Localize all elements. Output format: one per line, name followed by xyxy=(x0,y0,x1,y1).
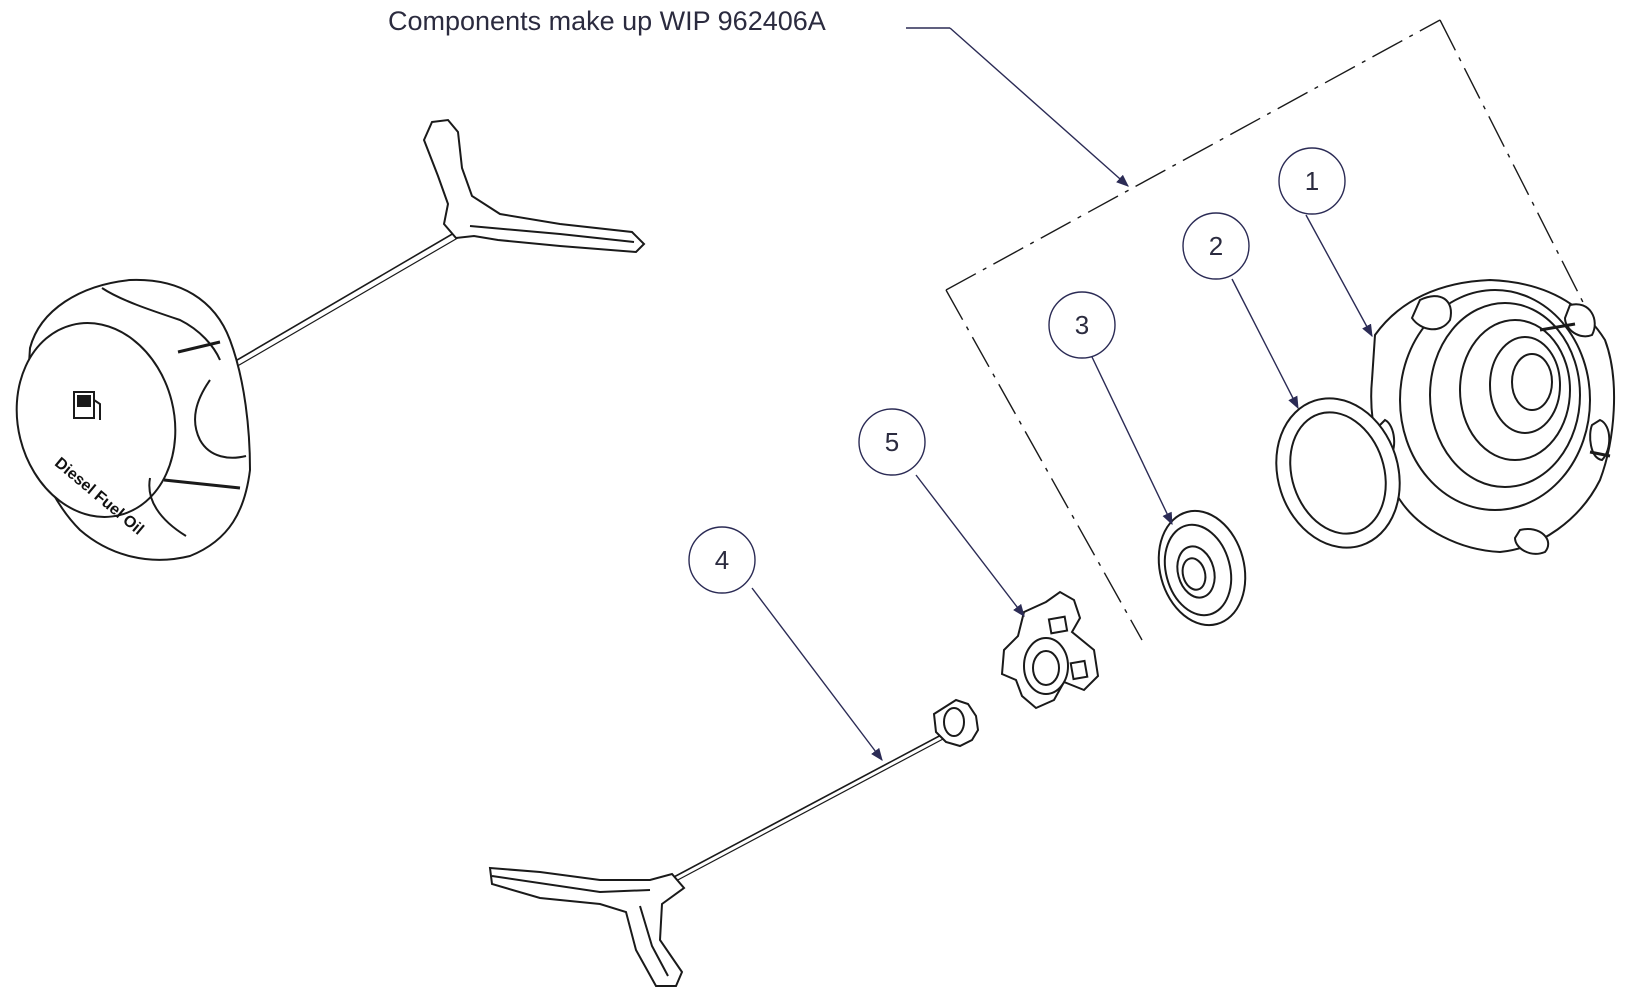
cap-assembly-left xyxy=(15,118,646,561)
balloon-2-label: 2 xyxy=(1209,231,1223,261)
component-group-bracket xyxy=(945,19,1593,641)
balloon-1: 1 xyxy=(1278,147,1346,215)
balloon-4-label: 4 xyxy=(715,545,729,575)
assembly-note-leader xyxy=(906,27,1129,187)
component-5-star-spacer xyxy=(1000,590,1100,710)
balloon-5: 5 xyxy=(858,408,926,476)
component-1-cap-shell xyxy=(1370,278,1616,555)
assembly-note: Components make up WIP 962406A xyxy=(388,6,826,36)
component-3-retainer-disk xyxy=(1157,509,1247,627)
balloon-4: 4 xyxy=(688,526,756,594)
balloon-3-label: 3 xyxy=(1075,310,1089,340)
component-4-dipstick xyxy=(488,698,980,987)
balloon-1-label: 1 xyxy=(1305,166,1319,196)
balloon-5-label: 5 xyxy=(885,427,899,457)
balloon-leaders xyxy=(751,214,1373,762)
balloon-2: 2 xyxy=(1182,212,1250,280)
balloon-3: 3 xyxy=(1048,291,1116,359)
component-2-seal-ring xyxy=(1275,397,1401,549)
